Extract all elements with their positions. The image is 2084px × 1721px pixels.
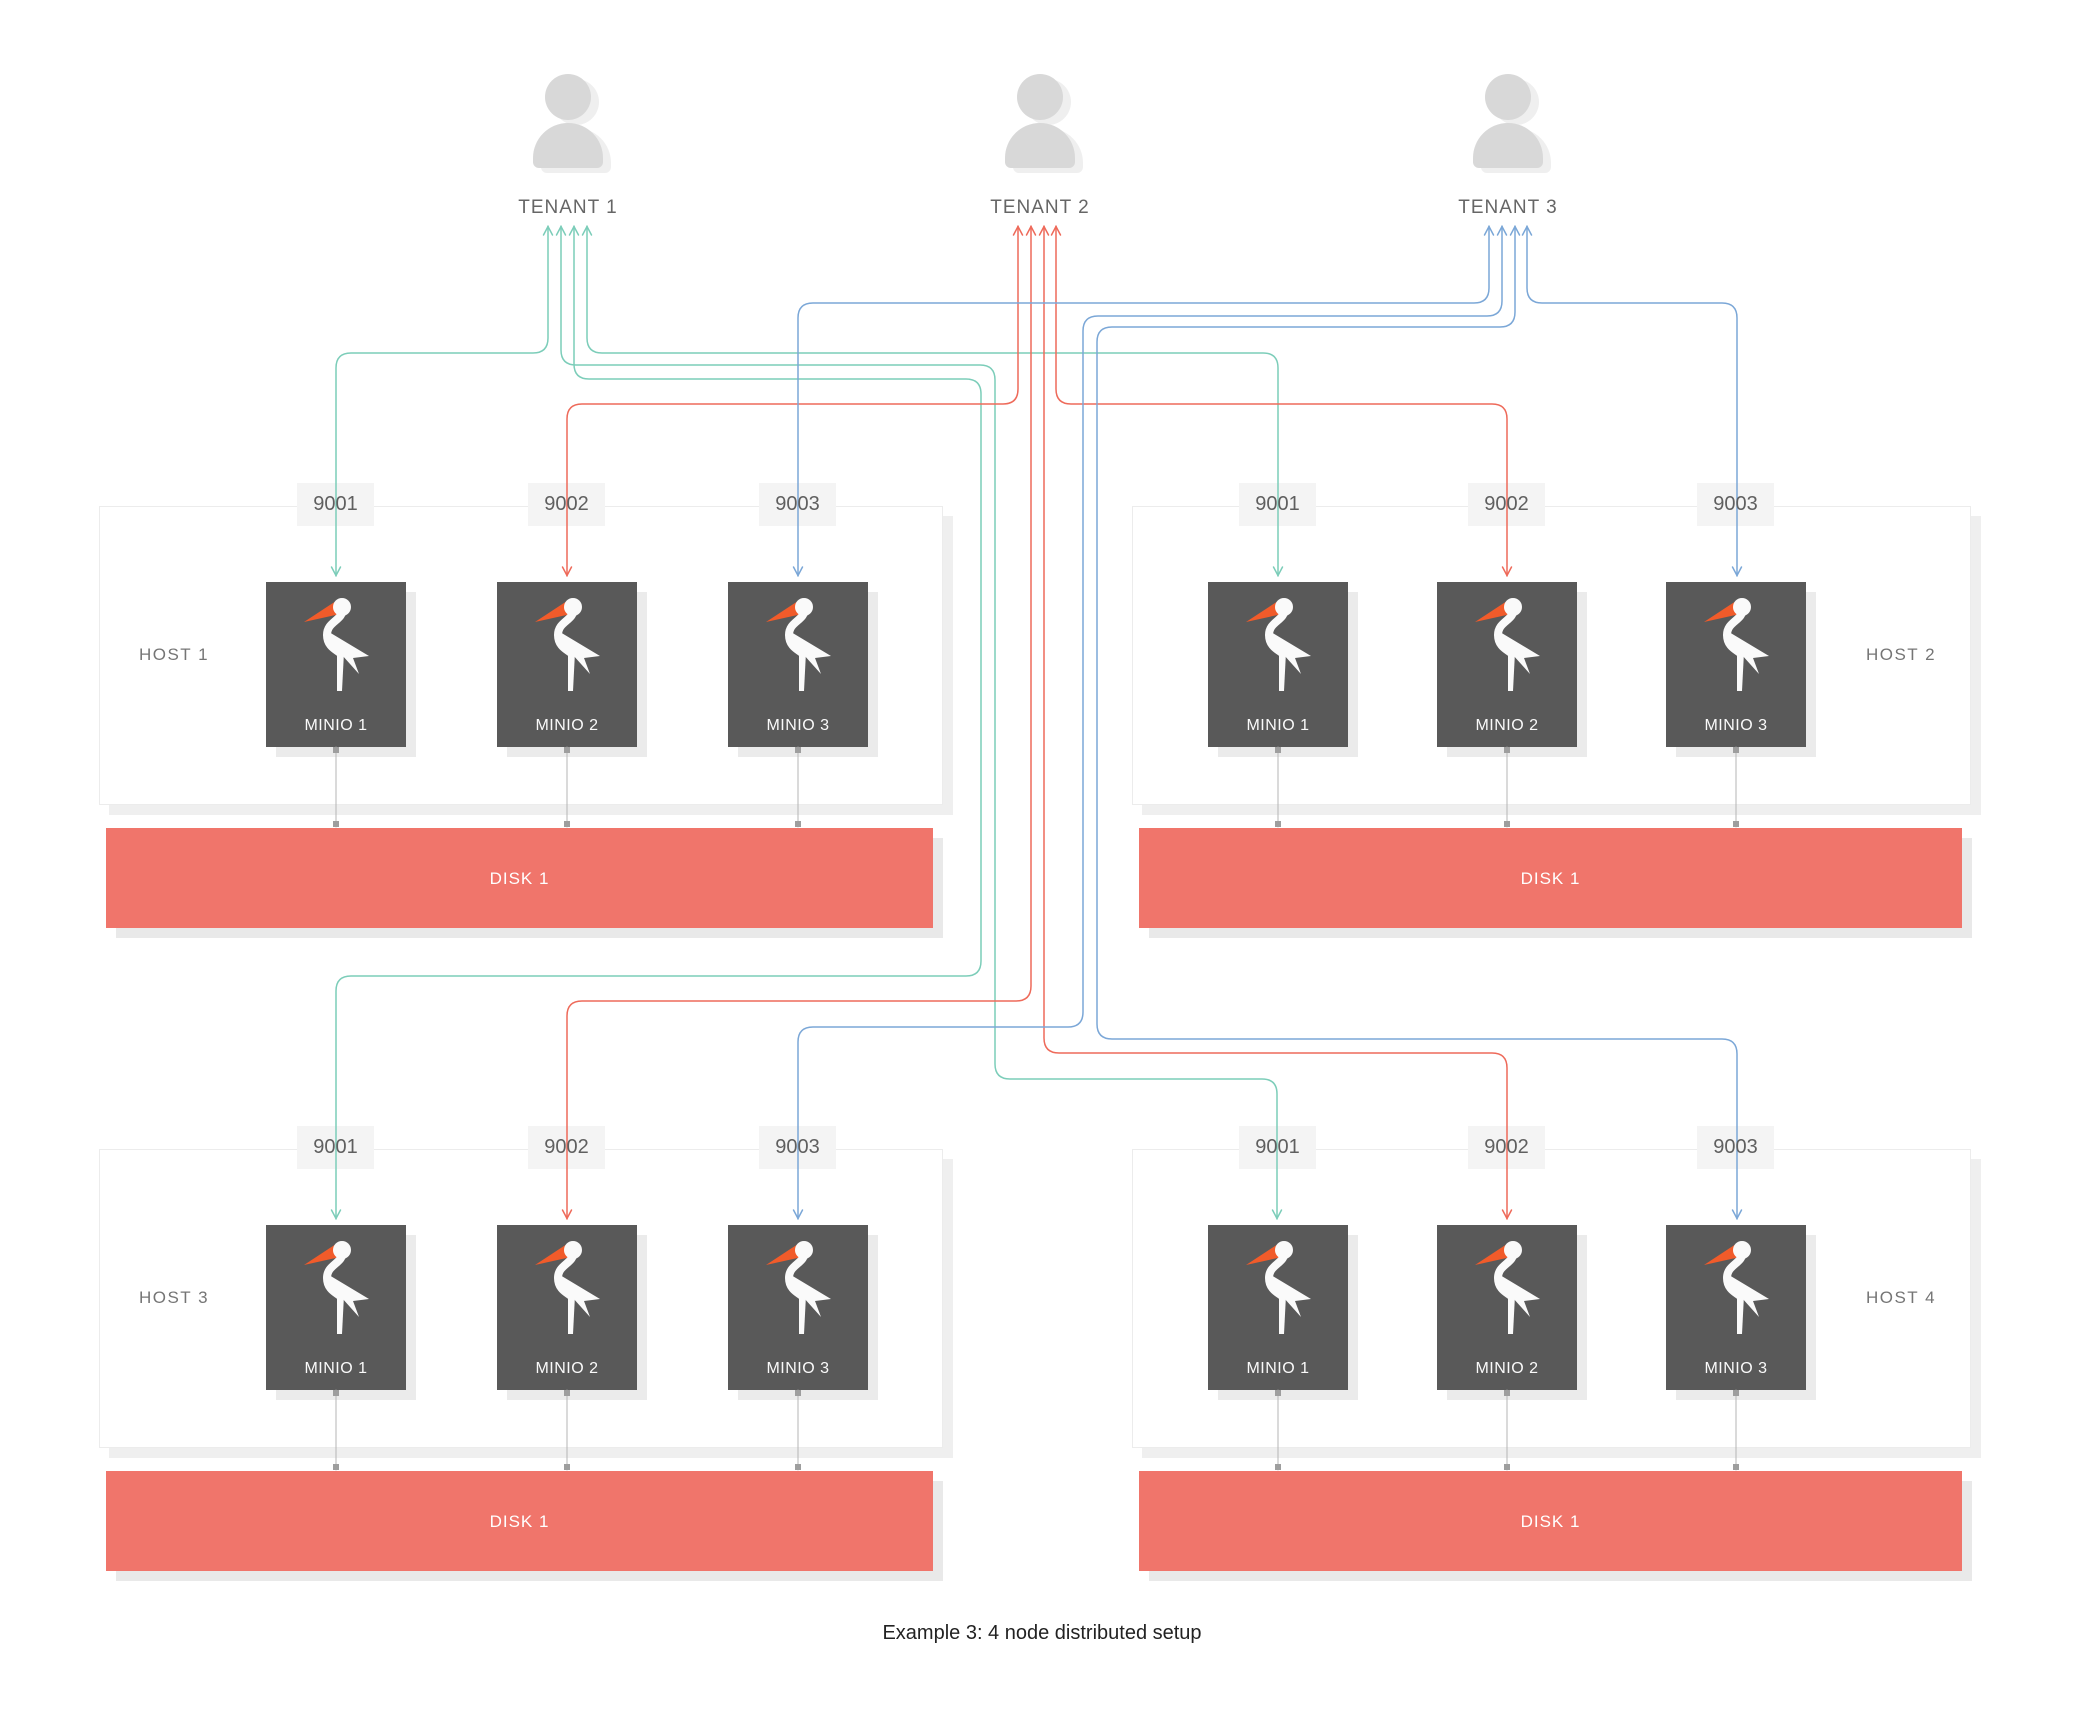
user-icon xyxy=(1017,74,1063,120)
host-2-disk-bar: DISK 1 xyxy=(1139,828,1962,928)
disk-label: DISK 1 xyxy=(489,869,550,888)
minio-node-label: MINIO 3 xyxy=(1704,1360,1768,1377)
disk-label: DISK 1 xyxy=(489,1512,550,1531)
host-4-minio-2-node: MINIO 2 xyxy=(1437,1225,1577,1390)
host-4-label: HOST 4 xyxy=(1865,1288,1937,1307)
port-label: 9002 xyxy=(544,493,589,515)
minio-bird-icon xyxy=(1696,1237,1776,1337)
host-3-disk-bar: DISK 1 xyxy=(106,1471,933,1571)
host-4-minio-1-node: MINIO 1 xyxy=(1208,1225,1348,1390)
minio-bird-icon xyxy=(296,1237,376,1337)
port-label: 9003 xyxy=(1713,1136,1758,1158)
minio-node-label: MINIO 2 xyxy=(1475,1360,1539,1377)
host-2-minio-2-node: MINIO 2 xyxy=(1437,582,1577,747)
minio-node-label: MINIO 1 xyxy=(1246,1360,1310,1377)
minio-node-label: MINIO 2 xyxy=(535,717,599,734)
port-label: 9001 xyxy=(1255,493,1300,515)
port-label: 9001 xyxy=(313,493,358,515)
host-1-disk-bar: DISK 1 xyxy=(106,828,933,928)
minio-node-label: MINIO 2 xyxy=(1475,717,1539,734)
minio-bird-icon xyxy=(296,594,376,694)
tenant-1-label: TENANT 1 xyxy=(518,197,618,218)
minio-bird-icon xyxy=(1467,594,1547,694)
disk-label: DISK 1 xyxy=(1520,869,1581,888)
port-label: 9002 xyxy=(544,1136,589,1158)
user-icon xyxy=(1485,74,1531,120)
minio-node-label: MINIO 1 xyxy=(304,717,368,734)
host-2-minio-3-node: MINIO 3 xyxy=(1666,582,1806,747)
host-4-disk-bar: DISK 1 xyxy=(1139,1471,1962,1571)
user-icon xyxy=(545,74,591,120)
host-2-label: HOST 2 xyxy=(1865,645,1937,664)
tenant-2-label: TENANT 2 xyxy=(990,197,1090,218)
minio-node-label: MINIO 3 xyxy=(766,1360,830,1377)
minio-bird-icon xyxy=(1467,1237,1547,1337)
minio-bird-icon xyxy=(1238,1237,1318,1337)
minio-bird-icon xyxy=(758,594,838,694)
minio-node-label: MINIO 3 xyxy=(1704,717,1768,734)
host-1-minio-1-node: MINIO 1 xyxy=(266,582,406,747)
user-icon xyxy=(1473,123,1543,168)
port-label: 9001 xyxy=(313,1136,358,1158)
port-label: 9001 xyxy=(1255,1136,1300,1158)
minio-bird-icon xyxy=(527,1237,607,1337)
host-3-minio-1-node: MINIO 1 xyxy=(266,1225,406,1390)
minio-node-label: MINIO 1 xyxy=(1246,717,1310,734)
port-label: 9003 xyxy=(775,493,820,515)
minio-bird-icon xyxy=(1696,594,1776,694)
minio-bird-icon xyxy=(527,594,607,694)
port-label: 9002 xyxy=(1484,493,1529,515)
port-label: 9003 xyxy=(775,1136,820,1158)
minio-node-label: MINIO 3 xyxy=(766,717,830,734)
minio-node-label: MINIO 2 xyxy=(535,1360,599,1377)
host-2-minio-1-node: MINIO 1 xyxy=(1208,582,1348,747)
minio-node-label: MINIO 1 xyxy=(304,1360,368,1377)
port-label: 9002 xyxy=(1484,1136,1529,1158)
host-1-minio-3-node: MINIO 3 xyxy=(728,582,868,747)
user-icon xyxy=(533,123,603,168)
port-label: 9003 xyxy=(1713,493,1758,515)
user-icon xyxy=(1005,123,1075,168)
tenant-3-label: TENANT 3 xyxy=(1458,197,1558,218)
host-3-minio-2-node: MINIO 2 xyxy=(497,1225,637,1390)
minio-bird-icon xyxy=(1238,594,1318,694)
host-1-minio-2-node: MINIO 2 xyxy=(497,582,637,747)
diagram-caption: Example 3: 4 node distributed setup xyxy=(882,1622,1202,1644)
host-3-label: HOST 3 xyxy=(138,1288,210,1307)
minio-bird-icon xyxy=(758,1237,838,1337)
host-1-label: HOST 1 xyxy=(138,645,210,664)
disk-label: DISK 1 xyxy=(1520,1512,1581,1531)
host-4-minio-3-node: MINIO 3 xyxy=(1666,1225,1806,1390)
host-3-minio-3-node: MINIO 3 xyxy=(728,1225,868,1390)
